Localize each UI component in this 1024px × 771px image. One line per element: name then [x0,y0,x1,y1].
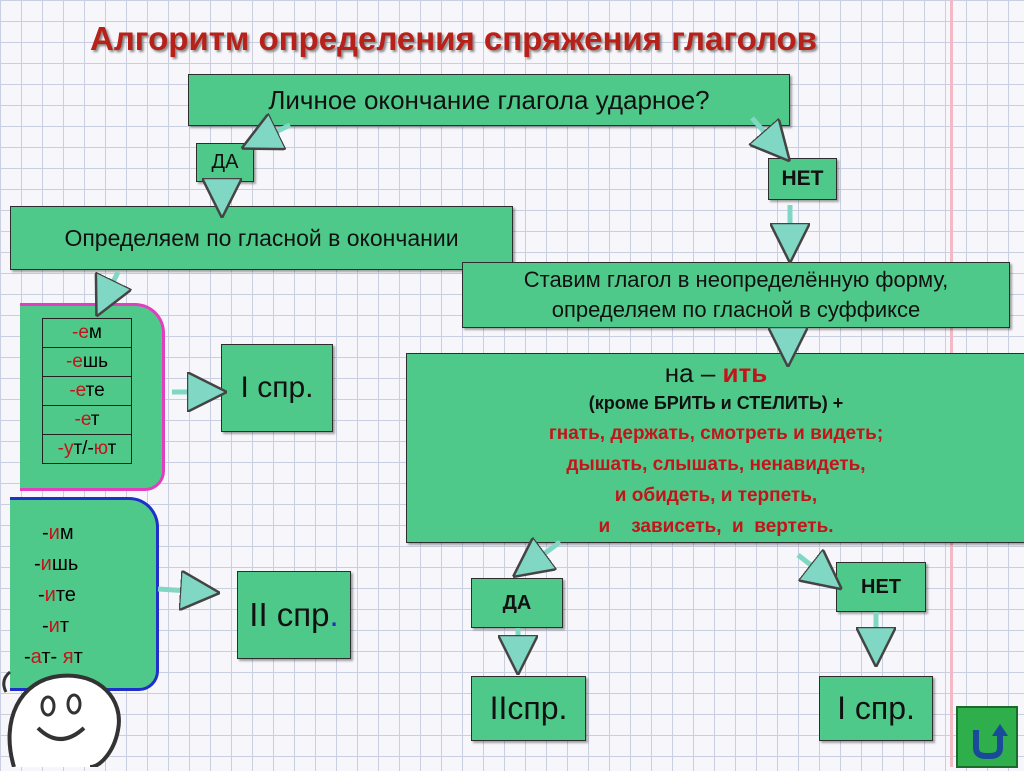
list-item: -ит [42,615,70,637]
smiley-face-icon [2,670,121,767]
rule-heading: на – ить [664,358,768,388]
list-item: -им [42,522,74,544]
arrow [752,116,780,150]
arrow [255,125,292,142]
second-conjugation-box: II спр. [237,571,351,659]
rule-box: на – ить (кроме БРИТЬ и СТЕЛИТЬ) + гнать… [406,353,1024,543]
no-box-top: НЕТ [768,158,837,200]
no-box-bottom: НЕТ [836,562,926,612]
arrow [796,555,830,580]
result-first-conjugation: I спр. [819,676,933,741]
by-suffix-line2: определяем по гласной в суффиксе [551,297,921,322]
table-row: -ут/-ют [42,434,132,464]
rule-verbs-line: дышать, слышать, ненавидеть, [566,454,866,475]
question-box: Личное окончание глагола ударное? [188,74,790,126]
by-suffix-line1: Ставим глагол в неопределённую форму, [523,267,949,292]
yes-box-bottom: ДА [471,578,563,628]
result-second-conjugation: IIспр. [471,676,586,741]
arrow [103,270,118,303]
list-item: -ишь [34,553,79,575]
second-endings-list: -им -ишь -ите -ит -ат- ят [22,518,83,673]
rule-exception: (кроме БРИТЬ и СТЕЛИТЬ) + [588,393,844,413]
list-item: -ите [38,584,76,606]
list-item: -ат- ят [24,646,83,668]
by-ending-box: Определяем по гласной в окончании [10,206,513,270]
rule-verbs-line: и обидеть, и терпеть, [614,485,818,506]
page-title: Алгоритм определения спряжения глаголов [90,20,817,57]
arrow [525,542,562,568]
by-suffix-box: Ставим глагол в неопределённую форму, оп… [462,262,1010,328]
table-row: -ем [42,318,132,348]
rule-verbs-line: и зависеть, и вертеть. [598,516,834,537]
return-arrow-icon [973,724,1008,759]
table-row: -ешь [42,347,132,377]
rule-verbs-line: гнать, держать, смотреть и видеть; [548,423,884,444]
return-button[interactable] [956,706,1018,768]
arrow [157,589,205,592]
first-endings-table: -ем -ешь -ете -ет -ут/-ют [42,318,132,464]
